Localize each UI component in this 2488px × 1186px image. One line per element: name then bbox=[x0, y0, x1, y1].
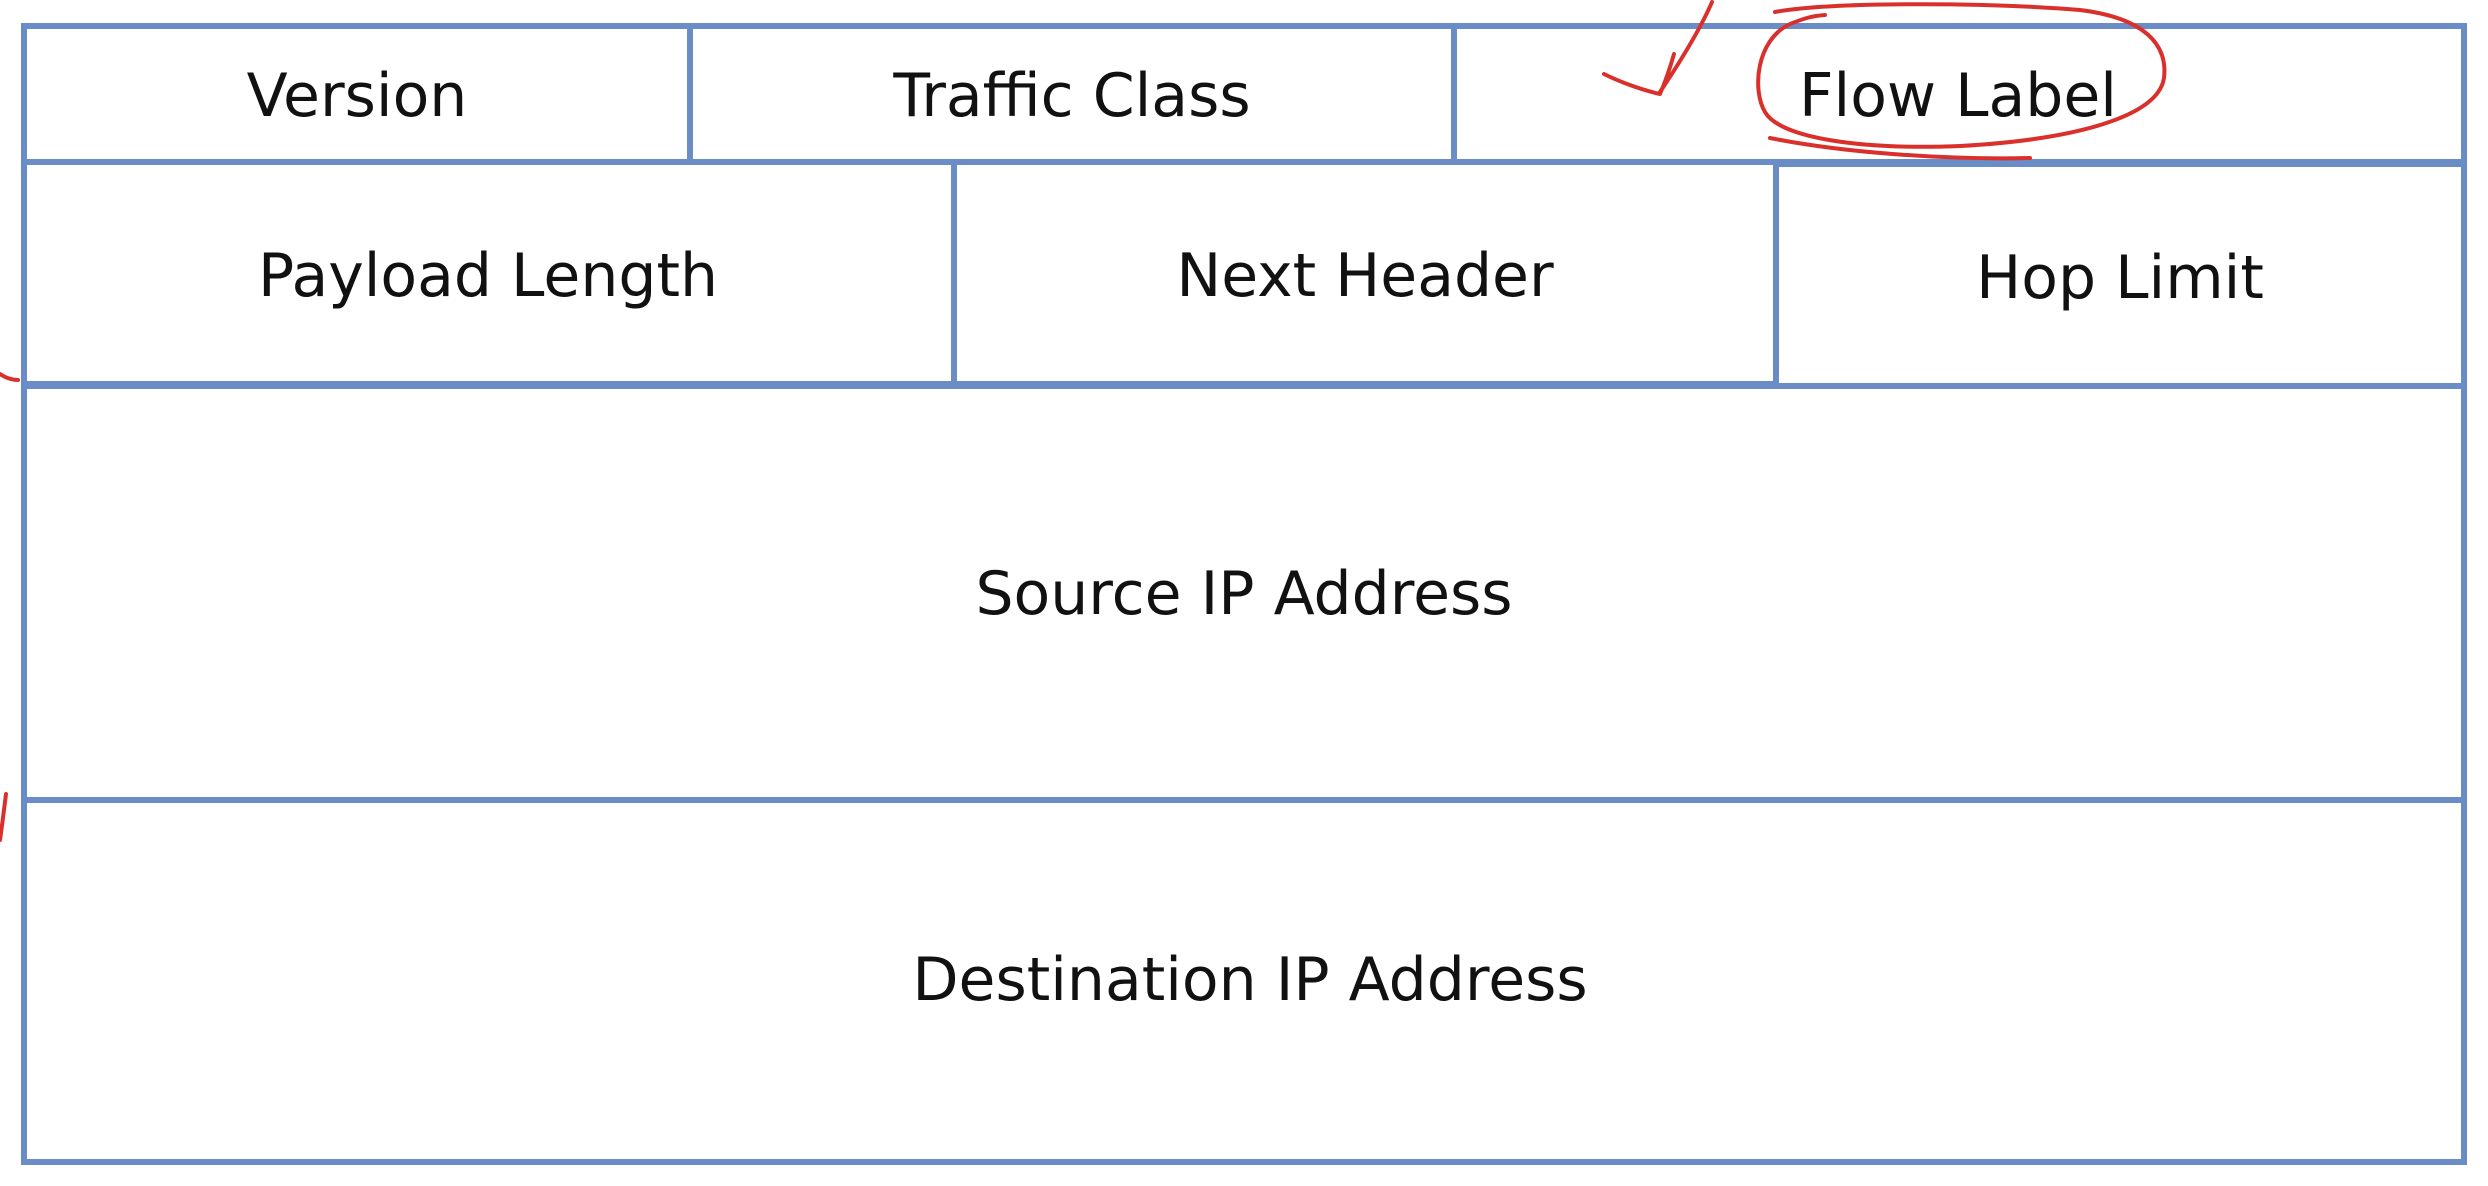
destination-address-cell: Destination IP Address bbox=[21, 797, 2467, 1165]
traffic-class-label: Traffic Class bbox=[892, 61, 1250, 131]
traffic-class-box bbox=[687, 23, 1457, 165]
left-margin-hook-icon bbox=[0, 792, 8, 842]
version-cell: Version bbox=[21, 23, 693, 165]
traffic-class-cell: Traffic Class bbox=[687, 23, 1457, 165]
hop-limit-box bbox=[1773, 161, 2467, 389]
destination-address-label: Destination IP Address bbox=[912, 945, 1587, 1015]
arrow-pointer-icon bbox=[1602, 0, 1714, 96]
payload-length-cell: Payload Length bbox=[21, 159, 957, 387]
destination-address-box bbox=[21, 797, 2467, 1165]
source-address-cell: Source IP Address bbox=[21, 383, 2467, 803]
version-box bbox=[21, 23, 693, 165]
left-margin-tick-icon bbox=[0, 372, 20, 382]
flow-label-circle-annotation bbox=[1756, 2, 2167, 149]
hop-limit-cell: Hop Limit bbox=[1773, 161, 2467, 389]
next-header-label: Next Header bbox=[1176, 241, 1554, 311]
flow-label-underline-annotation bbox=[1768, 136, 2032, 161]
hop-limit-label: Hop Limit bbox=[1976, 243, 2264, 313]
row-1: Version Traffic Class Flow Label bbox=[21, 23, 2467, 165]
source-address-label: Source IP Address bbox=[975, 559, 1512, 629]
next-header-cell: Next Header bbox=[951, 159, 1779, 387]
payload-length-label: Payload Length bbox=[258, 241, 718, 311]
flow-label-cell: Flow Label bbox=[1451, 23, 2467, 165]
annotations bbox=[0, 0, 2167, 842]
version-label: Version bbox=[247, 61, 468, 131]
row-2: Payload Length Next Header Hop Limit bbox=[21, 159, 2467, 389]
flow-label-label: Flow Label bbox=[1799, 61, 2117, 131]
